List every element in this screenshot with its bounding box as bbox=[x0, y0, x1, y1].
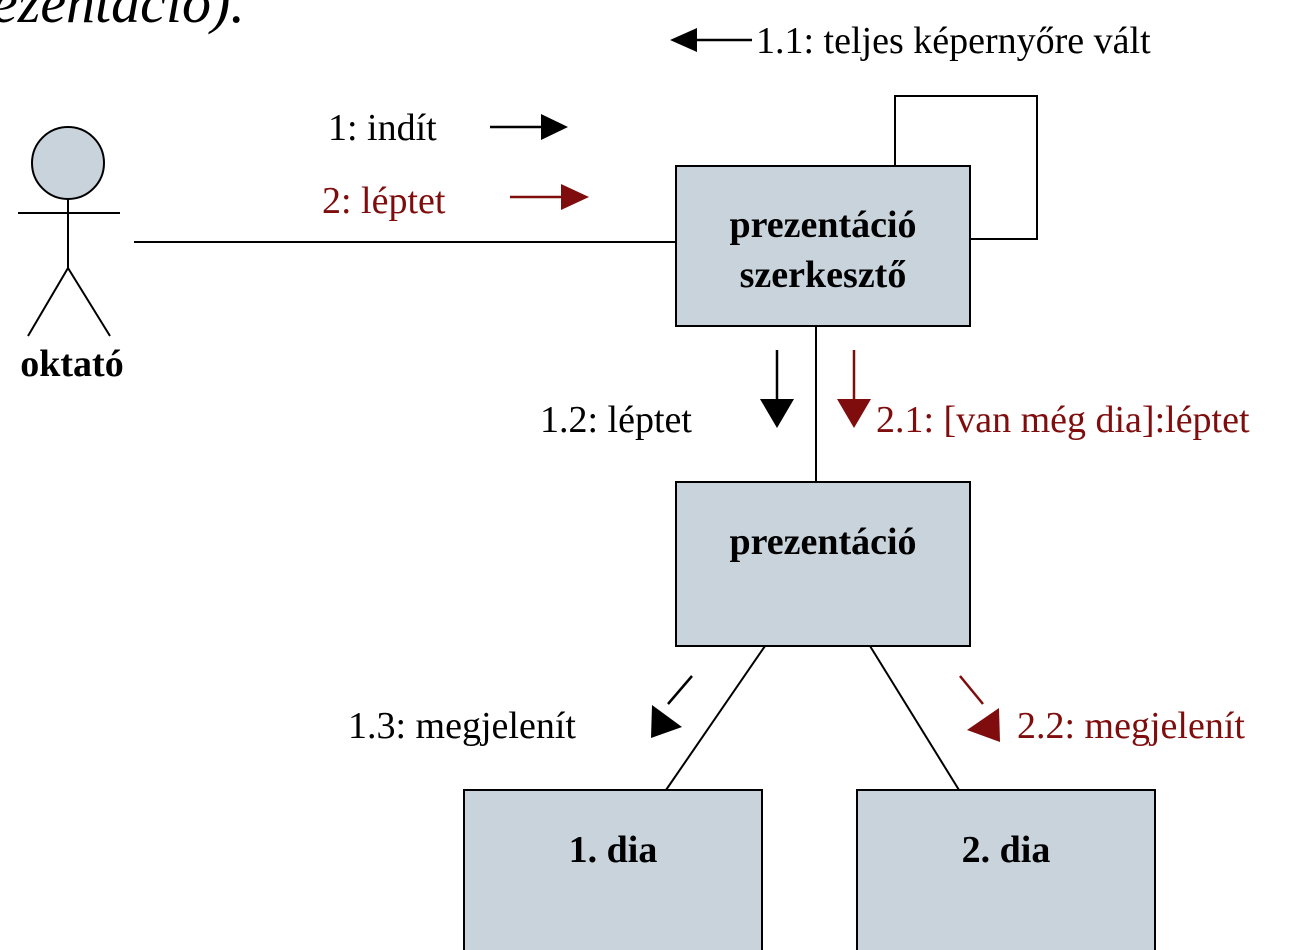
message-2-arrow-head bbox=[561, 184, 589, 210]
presentation-label: prezentáció bbox=[729, 521, 916, 563]
link-presentation-slide2 bbox=[869, 645, 960, 791]
message-2-2-arrow-shaft bbox=[959, 675, 984, 705]
slide1-box bbox=[463, 789, 763, 950]
object-presentation: prezentáció bbox=[675, 481, 971, 647]
actor-oktato: oktató bbox=[18, 126, 124, 385]
message-1: 1: indít bbox=[328, 107, 568, 149]
actor-name: oktató bbox=[20, 343, 123, 385]
message-2-1-arrow-head bbox=[837, 399, 871, 428]
editor-label-line1: prezentáció bbox=[729, 204, 916, 246]
message-2: 2: léptet bbox=[322, 180, 589, 222]
presentation-box bbox=[675, 481, 971, 647]
message-1-label: 1: indít bbox=[328, 107, 437, 149]
cut-off-title: ezentáció). bbox=[0, 0, 245, 35]
message-1-1: 1.1: teljes képernyőre vált bbox=[670, 20, 1151, 62]
object-slide-1: 1. dia bbox=[463, 789, 763, 950]
object-presentation-editor: prezentáció szerkesztő bbox=[675, 165, 971, 327]
object-slide-2: 2. dia bbox=[856, 789, 1156, 950]
editor-label-line2: szerkesztő bbox=[740, 254, 907, 296]
actor-left-leg bbox=[27, 267, 69, 337]
message-2-1: 2.1: [van még dia]:léptet bbox=[837, 350, 1250, 441]
slide1-label: 1. dia bbox=[569, 829, 658, 871]
link-editor-self-loop bbox=[894, 95, 1038, 240]
editor-box bbox=[675, 165, 971, 327]
message-2-1-label: 2.1: [van még dia]:léptet bbox=[876, 399, 1250, 441]
message-1-1-label: 1.1: teljes képernyőre vált bbox=[756, 20, 1151, 62]
message-1-3-label: 1.3: megjelenít bbox=[348, 705, 576, 747]
message-2-2: 2.2: megjelenít bbox=[959, 675, 1245, 747]
actor-head bbox=[31, 126, 105, 200]
link-presentation-slide1 bbox=[665, 645, 766, 791]
message-2-label: 2: léptet bbox=[322, 180, 446, 222]
message-1-3-arrow-shaft bbox=[667, 675, 693, 705]
message-1-3: 1.3: megjelenít bbox=[348, 675, 693, 747]
message-1-2: 1.2: léptet bbox=[540, 350, 794, 441]
slide2-label: 2. dia bbox=[962, 829, 1051, 871]
slide2-box bbox=[856, 789, 1156, 950]
message-2-2-label: 2.2: megjelenít bbox=[1017, 705, 1245, 747]
actor-right-leg bbox=[67, 267, 111, 337]
message-1-2-arrow-head bbox=[760, 399, 794, 428]
message-1-2-label: 1.2: léptet bbox=[540, 399, 692, 441]
message-1-3-arrow-head bbox=[651, 705, 682, 738]
message-2-2-arrow-head bbox=[967, 708, 1000, 742]
message-1-arrow-head bbox=[541, 114, 568, 140]
message-1-1-arrow-head bbox=[670, 28, 697, 52]
